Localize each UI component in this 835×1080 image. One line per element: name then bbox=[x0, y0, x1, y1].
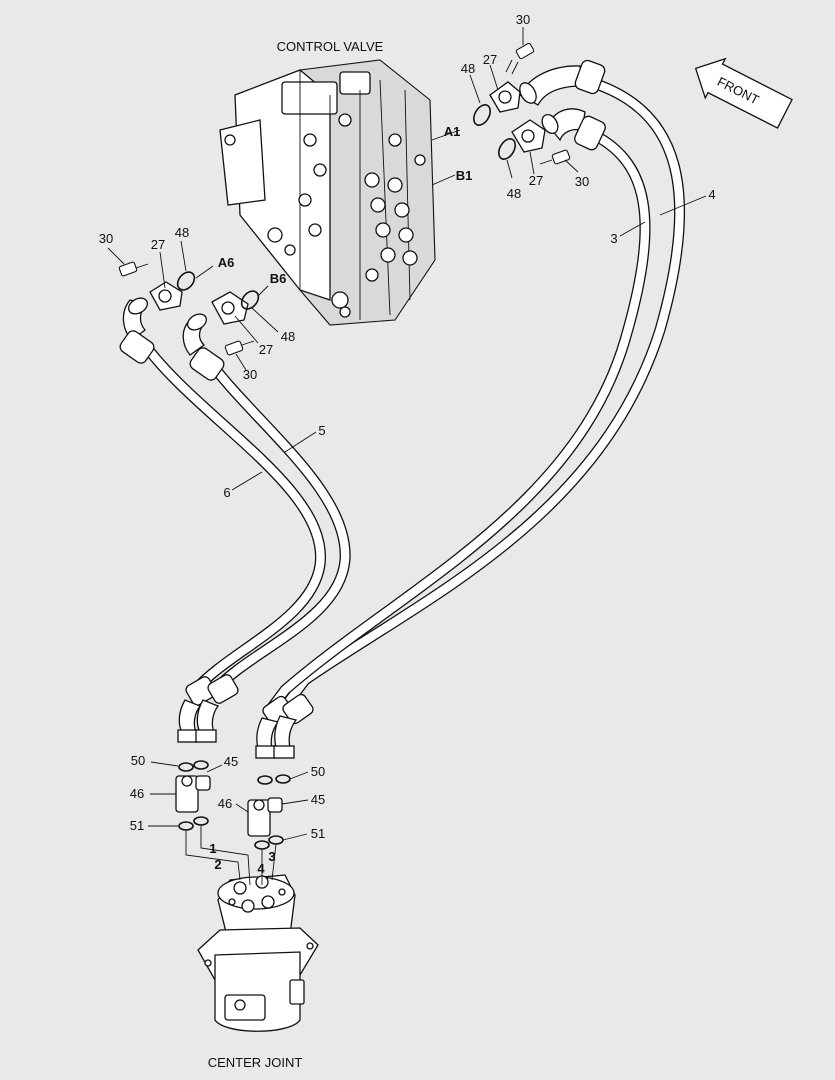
joint-port-2: 2 bbox=[214, 857, 221, 872]
bolt-30-left bbox=[118, 261, 149, 277]
callout-50: 50 bbox=[311, 764, 325, 779]
callout-30: 30 bbox=[575, 174, 589, 189]
hose-3 bbox=[264, 126, 651, 716]
port-b1: B1 bbox=[456, 168, 473, 183]
callout-48: 48 bbox=[507, 186, 521, 201]
callout-6: 6 bbox=[223, 485, 230, 500]
flange-27-mid bbox=[511, 119, 546, 153]
leader-lines bbox=[107, 27, 707, 886]
callout-labels: 30 27 48 48 27 30 4 3 30 27 48 27 48 30 … bbox=[99, 12, 716, 841]
callout-30: 30 bbox=[99, 231, 113, 246]
control-valve-title: CONTROL VALVE bbox=[277, 39, 384, 54]
callout-46: 46 bbox=[130, 786, 144, 801]
swivel-fitting-left bbox=[175, 760, 211, 831]
oring-48-left bbox=[176, 271, 196, 291]
center-joint bbox=[197, 874, 319, 1032]
callout-48: 48 bbox=[461, 61, 475, 76]
port-a1: A1 bbox=[444, 124, 461, 139]
flange-27-lower bbox=[211, 291, 249, 325]
oring-48-mid bbox=[498, 138, 516, 160]
bolt-30-mid bbox=[539, 149, 571, 165]
callout-51: 51 bbox=[130, 818, 144, 833]
joint-port-1: 1 bbox=[209, 841, 216, 856]
valve-bosses bbox=[224, 113, 426, 318]
control-valve bbox=[219, 59, 436, 326]
callout-48: 48 bbox=[175, 225, 189, 240]
front-arrow: FRONT bbox=[694, 57, 793, 129]
callout-4: 4 bbox=[708, 187, 715, 202]
oring-48-lower bbox=[240, 290, 260, 310]
hose-5 bbox=[199, 349, 351, 696]
port-labels: A1 B1 A6 B6 bbox=[218, 124, 473, 286]
swivel-fitting-right bbox=[247, 774, 291, 850]
joint-port-numbers: 1 2 3 4 bbox=[209, 841, 275, 876]
hose-4 bbox=[284, 76, 686, 706]
center-joint-title: CENTER JOINT bbox=[208, 1055, 303, 1070]
callout-51: 51 bbox=[311, 826, 325, 841]
hose-fittings-top bbox=[519, 59, 606, 151]
callout-30: 30 bbox=[516, 12, 530, 27]
oring-48-top bbox=[473, 104, 491, 126]
port-b6: B6 bbox=[270, 271, 287, 286]
callout-27: 27 bbox=[529, 173, 543, 188]
callout-45: 45 bbox=[224, 754, 238, 769]
hose-fittings-bottom bbox=[177, 674, 314, 759]
callout-27: 27 bbox=[483, 52, 497, 67]
callout-48: 48 bbox=[281, 329, 295, 344]
callout-27: 27 bbox=[259, 342, 273, 357]
callout-30: 30 bbox=[243, 367, 257, 382]
joint-port-4: 4 bbox=[257, 861, 265, 876]
callout-5: 5 bbox=[318, 423, 325, 438]
port-a6: A6 bbox=[218, 255, 235, 270]
callout-50: 50 bbox=[131, 753, 145, 768]
hose-6 bbox=[139, 339, 326, 696]
flange-27-top bbox=[489, 81, 521, 113]
callout-46: 46 bbox=[218, 796, 232, 811]
bolt-30-top bbox=[505, 42, 535, 75]
callout-27: 27 bbox=[151, 237, 165, 252]
bolt-30-lower bbox=[224, 340, 255, 356]
hose-fittings-left bbox=[119, 297, 225, 381]
flange-27-left bbox=[149, 281, 183, 311]
callout-45: 45 bbox=[311, 792, 325, 807]
callout-3: 3 bbox=[610, 231, 617, 246]
joint-port-3: 3 bbox=[268, 849, 275, 864]
